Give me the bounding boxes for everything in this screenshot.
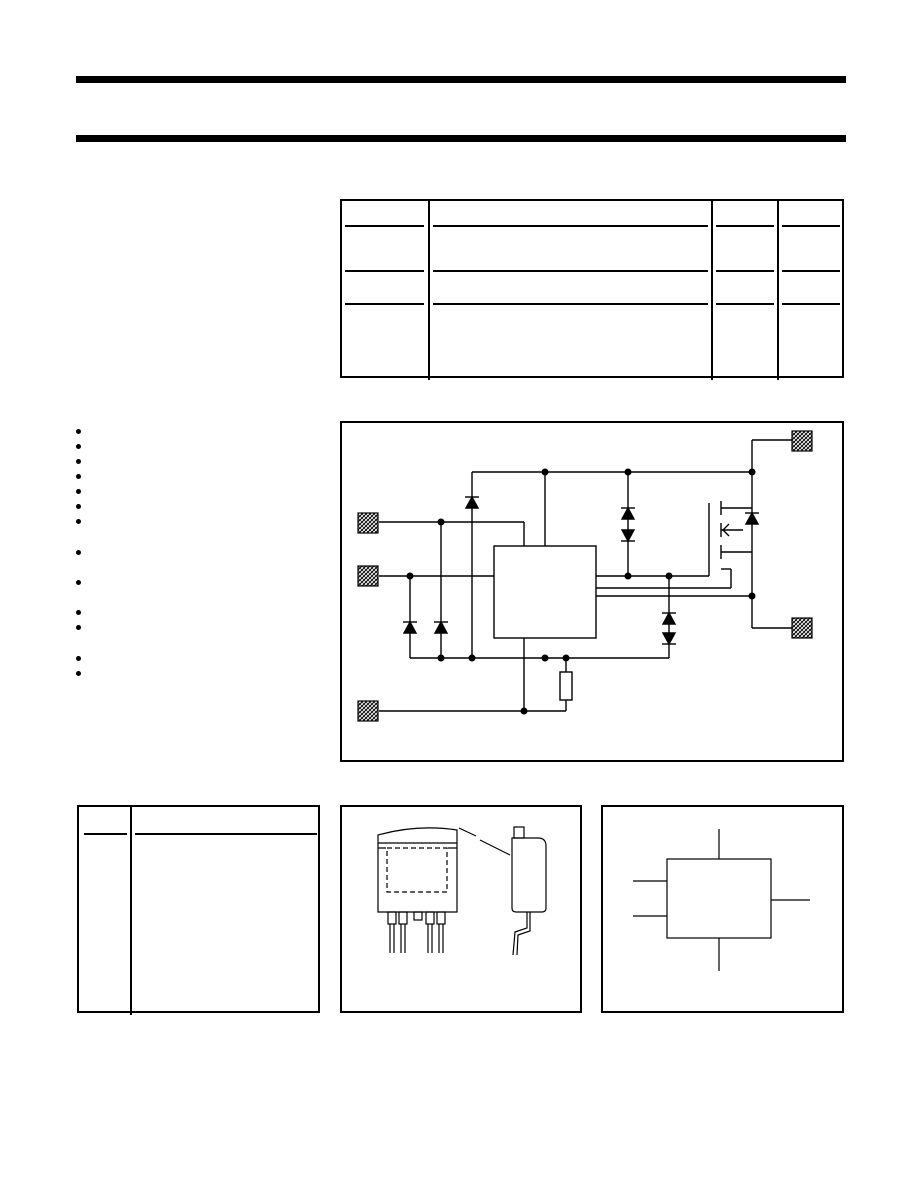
block-diagram-frame — [340, 421, 844, 762]
list-item — [76, 671, 81, 676]
quick-reference-table-grid — [345, 201, 840, 380]
zener-diode — [661, 632, 677, 646]
list-item — [76, 429, 81, 434]
terminal-pad — [791, 617, 813, 639]
list-item — [76, 504, 81, 509]
diode — [620, 529, 636, 543]
zener-diode — [620, 506, 636, 520]
zener-diode — [402, 620, 418, 634]
list-item — [76, 474, 81, 479]
package-outline-frame — [340, 805, 582, 1013]
list-item — [76, 519, 81, 524]
header-top-rule — [76, 76, 846, 83]
list-item — [76, 444, 81, 449]
list-item — [76, 656, 81, 661]
diode — [661, 611, 677, 625]
header-bottom-rule — [76, 135, 846, 142]
zener-diode — [464, 495, 480, 509]
quick-reference-table — [340, 199, 844, 380]
terminal-pad — [791, 430, 813, 452]
symbol-frame — [601, 805, 844, 1013]
terminal-pad — [357, 565, 379, 587]
list-item — [76, 610, 81, 615]
terminal-pad — [357, 512, 379, 534]
body-diode — [744, 511, 760, 525]
pinning-table — [77, 805, 320, 1015]
list-item — [76, 580, 81, 585]
list-item — [76, 489, 81, 494]
zener-diode — [433, 620, 449, 634]
list-item — [76, 550, 81, 555]
pinning-table-grid — [84, 807, 317, 1015]
list-item — [76, 625, 81, 630]
list-item — [76, 459, 81, 464]
terminal-pad — [357, 700, 379, 722]
